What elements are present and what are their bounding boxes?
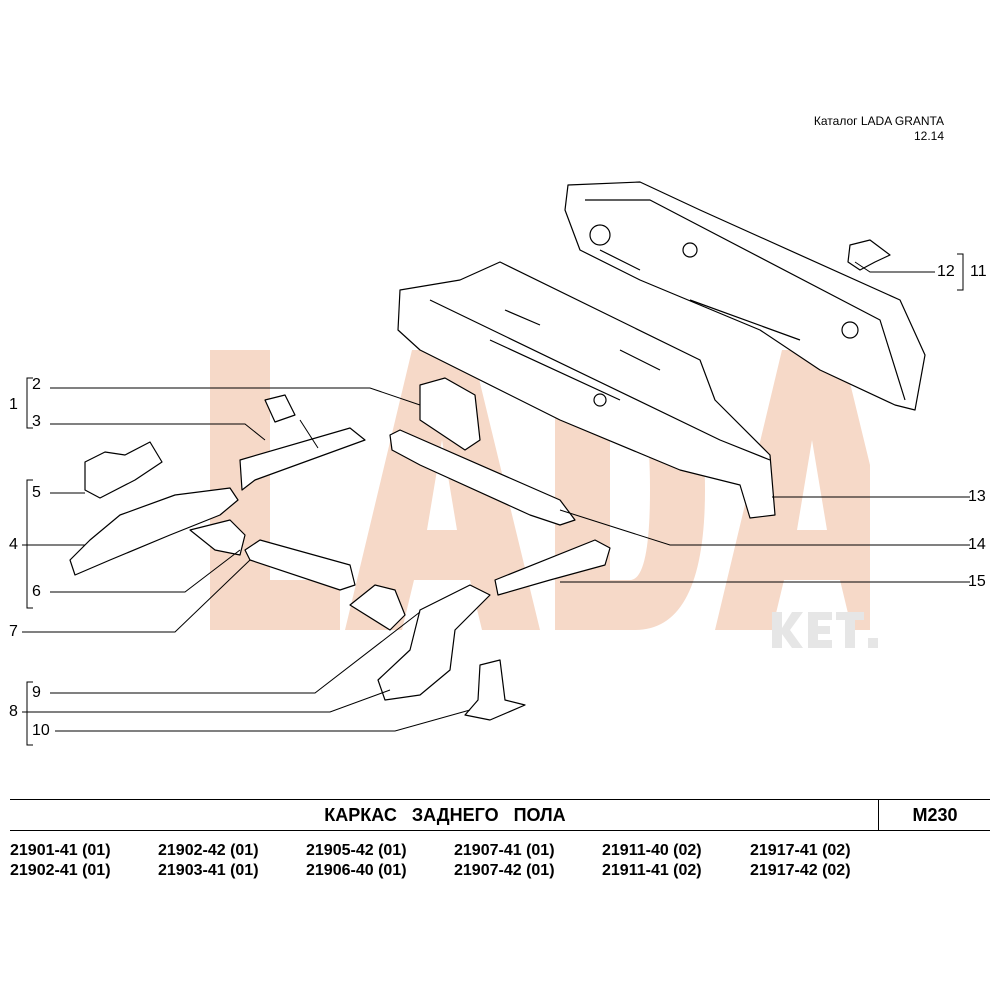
model-code: 21903-41 (01) [158,862,259,879]
divider [878,800,879,830]
part-4-side-member [69,487,239,576]
model-code: 21917-42 (02) [750,862,851,879]
part-1-rail [239,427,366,491]
watermark-subtext-logo [772,612,878,648]
diagram-title: КАРКАС ЗАДНЕГО ПОЛА [324,805,566,825]
part-7b [349,584,406,631]
watermark-letter-a [345,350,540,630]
callout-13: 13 [968,488,986,505]
part-10 [464,659,526,721]
parts [69,181,926,721]
part-5 [84,441,163,499]
callout-3: 3 [32,413,41,430]
model-code: 21902-42 (01) [158,842,259,859]
footer-top-rule [10,799,990,800]
model-code: 21902-41 (01) [10,862,111,879]
model-code: 21911-40 (02) [602,842,702,859]
model-code: 21907-41 (01) [454,842,555,859]
callout-11: 11 [970,263,987,280]
leader-lines [22,253,970,746]
callout-12: 12 [937,263,955,280]
callout-2: 2 [32,376,41,393]
model-list: 21901-41 (01) 21902-42 (01) 21905-42 (01… [10,842,898,880]
model-code: 21901-41 (01) [10,842,111,859]
catalog-date: 12.14 [913,129,944,143]
watermark-letter-a [715,350,870,630]
parts-diagram [22,181,970,746]
part-crossmember [397,261,776,519]
callout-15: 15 [968,573,986,590]
part-rear-panel [564,181,926,411]
callout-8: 8 [9,703,18,720]
part-bracket-12 [847,239,891,271]
callout-1: 1 [9,396,18,413]
callout-10: 10 [32,722,50,739]
footer-title-bar: КАРКАС ЗАДНЕГО ПОЛА M230 [10,800,990,830]
footer-bottom-rule [10,830,990,831]
model-code: 21917-41 (02) [750,842,851,859]
model-code: 21906-40 (01) [306,862,407,879]
part-9 [377,584,491,701]
callout-5: 5 [32,484,41,501]
model-code: 21911-41 (02) [602,862,702,879]
callout-7: 7 [9,623,18,640]
part-14 [389,429,576,526]
part-6 [189,519,246,556]
part-15 [494,539,611,596]
diagram-code: M230 [912,805,958,825]
watermark-letter-l [210,350,340,630]
callout-4: 4 [9,536,18,553]
model-code: 21907-42 (01) [454,862,555,879]
model-code: 21905-42 (01) [306,842,407,859]
part-3 [264,394,296,423]
callout-9: 9 [32,684,41,701]
callout-14: 14 [968,536,986,553]
callout-6: 6 [32,583,41,600]
part-2 [419,377,481,451]
catalog-title: Каталог LADA GRANTA [813,114,944,128]
